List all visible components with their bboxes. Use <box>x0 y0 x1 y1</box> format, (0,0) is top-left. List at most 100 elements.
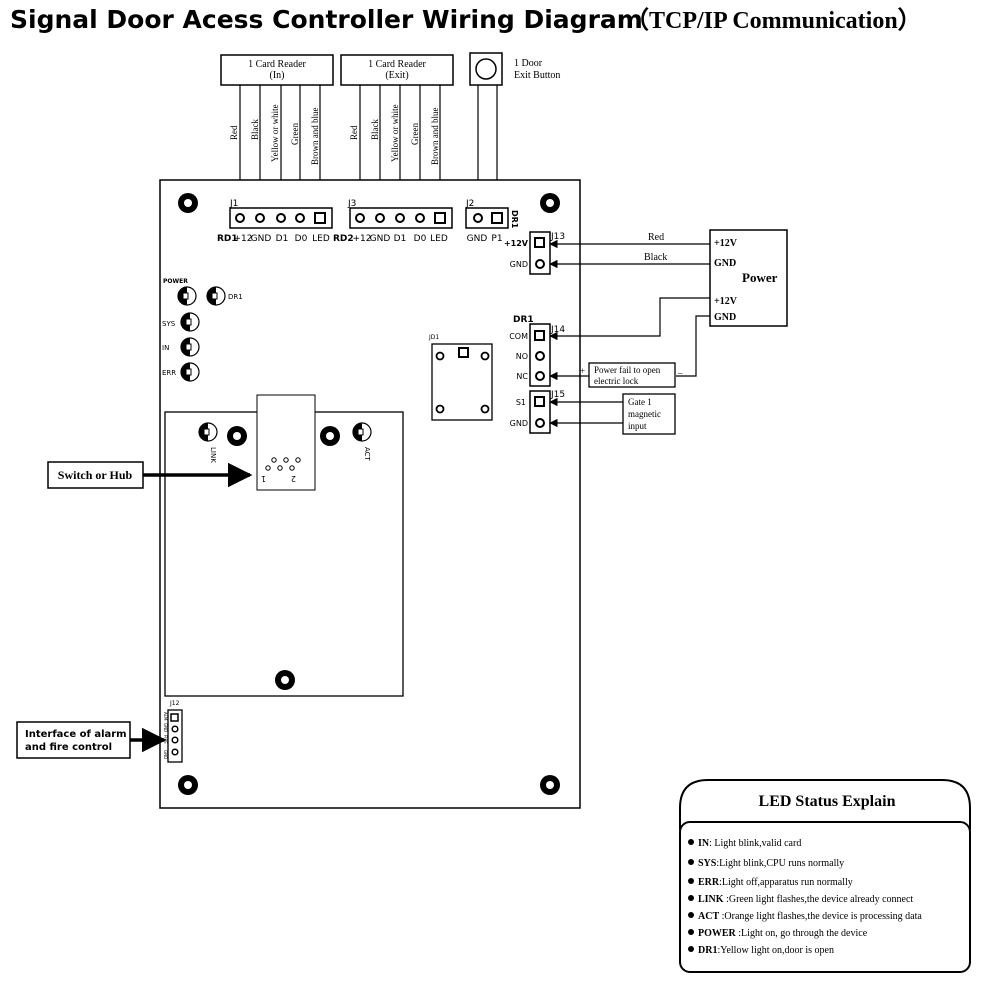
connector-j15: J15 S1 GND <box>510 390 565 434</box>
legend-item-link: LINK :Green light flashes,the device alr… <box>698 894 913 905</box>
j1-pin-gnd: GND <box>251 234 272 244</box>
power-title: Power <box>742 270 778 285</box>
j3-pin-led: LED <box>430 234 448 244</box>
bullet-icon <box>688 878 694 884</box>
wire-red-label: Red <box>648 232 664 243</box>
led-status-legend: LED Status Explain <box>679 779 971 973</box>
electric-lock: Power fail to open electric lock + _ <box>580 362 683 388</box>
led-label-sys: SYS <box>162 320 176 328</box>
wire-label-green: Green <box>290 123 300 145</box>
power-12v: +12V <box>714 238 738 249</box>
j1-name: J1 <box>229 199 238 209</box>
led-label-act: ACT <box>363 447 371 462</box>
led-label-err: ERR <box>162 369 176 377</box>
switch-hub: Switch or Hub <box>47 461 144 489</box>
card-reader-exit-label: 1 Card Reader <box>368 59 426 70</box>
j12-pin-alm: ALM <box>163 712 168 721</box>
j14-pin-com: COM <box>509 332 528 341</box>
led-in-icon <box>180 337 200 357</box>
power-gnd-b: GND <box>714 312 736 323</box>
legend-item-in: IN: Light blink,valid card <box>698 838 801 849</box>
power-supply: +12V GND Power +12V GND <box>709 229 788 327</box>
wire-label-red: Red <box>229 125 239 140</box>
card-reader-exit-wire-labels: Red Black Yellow or white Green Brown an… <box>349 104 440 165</box>
card-reader-exit: 1 Card Reader (Exit) <box>340 54 454 86</box>
switch-hub-label: Switch or Hub <box>58 468 133 482</box>
led-act-icon <box>352 422 372 442</box>
wire-label-black: Black <box>250 119 260 140</box>
led-label-link: LINK <box>209 447 217 463</box>
j3-prefix: RD2 <box>333 234 354 244</box>
j12-name: J12 <box>169 700 180 707</box>
connector-j1: J1 RD1 +12 GND D1 D0 LED <box>217 199 333 244</box>
j14-group: DR1 <box>513 315 534 325</box>
bullet-icon <box>688 859 694 865</box>
mounting-holes <box>178 193 560 795</box>
card-reader-in-label: 1 Card Reader <box>248 59 306 70</box>
wire-label-black-exit: Black <box>370 119 380 140</box>
led-link-icon <box>198 422 218 442</box>
card-reader-exit-sublabel: (Exit) <box>385 70 408 81</box>
led-label-dr1: DR1 <box>228 293 243 301</box>
led-err-icon <box>180 362 200 382</box>
gate-magnetic-input: Gate 1 magnetic input <box>622 393 676 435</box>
led-power-icon <box>177 286 197 306</box>
card-reader-in: 1 Card Reader (In) <box>220 54 334 86</box>
alarm-label: Interface of alarm <box>25 729 127 740</box>
j2-name: J2 <box>465 199 474 209</box>
jd1-name: JD1 <box>428 334 439 341</box>
j15-pin-gnd: GND <box>510 419 528 428</box>
legend-title: LED Status Explain <box>759 793 896 810</box>
legend-item-sys: SYS:Light blink,CPU runs normally <box>698 858 844 869</box>
exit-button: 1 Door Exit Button <box>469 52 560 86</box>
rj45-pin-2: 2 <box>291 474 296 483</box>
j3-pin-12v: +12 <box>353 234 372 244</box>
diagram-title: Signal Door Acess Controller Wiring Diag… <box>10 5 643 34</box>
alarm-sublabel: and fire control <box>25 742 112 753</box>
rj45-pins: 1 2 <box>261 457 301 483</box>
j14-name: J14 <box>550 325 565 335</box>
diagram-subtitle: （TCP/IP Communication） <box>625 7 922 34</box>
card-reader-exit-box <box>340 54 454 86</box>
connector-j14: DR1 J14 COM NO NC <box>509 315 565 387</box>
j15-name: J15 <box>550 390 565 400</box>
j1-pin-d1: D1 <box>276 234 289 244</box>
j12-pin-gnd: GND <box>163 723 168 732</box>
gate-sublabel-2: input <box>628 421 647 431</box>
lock-minus: _ <box>677 365 683 375</box>
wire-label-yellow-exit: Yellow or white <box>390 104 400 162</box>
j13-name: J13 <box>550 232 565 242</box>
bullet-icon <box>688 929 694 935</box>
card-reader-in-sublabel: (In) <box>270 70 285 81</box>
lock-sublabel: electric lock <box>594 376 639 386</box>
power-12v-b: +12V <box>714 296 738 307</box>
lock-plus: + <box>580 366 585 376</box>
bullet-icon <box>688 839 694 845</box>
power-gnd: GND <box>714 258 736 269</box>
bullet-icon <box>688 895 694 901</box>
relay-jd1: JD1 <box>428 334 493 421</box>
j3-name: J3 <box>347 199 356 209</box>
rj45-jack <box>256 394 316 491</box>
j1-pin-12v: +12 <box>234 234 253 244</box>
network-holes <box>227 426 340 690</box>
j3-pin-d1: D1 <box>394 234 407 244</box>
gate-sublabel: magnetic <box>628 409 661 419</box>
led-label-power: POWER <box>163 278 188 285</box>
rj45-pin-1: 1 <box>261 474 266 483</box>
j1-pin-led: LED <box>312 234 330 244</box>
led-label-in: IN <box>162 344 169 352</box>
wire-power-lock <box>676 315 710 377</box>
j15-pin-s1: S1 <box>516 398 526 407</box>
wire-label-yellow: Yellow or white <box>270 104 280 162</box>
exit-button-icon <box>475 58 497 80</box>
j1-pin-d0: D0 <box>295 234 308 244</box>
bullet-icon <box>688 912 694 918</box>
j2-pin-gnd: GND <box>467 234 488 244</box>
connector-j2: J2 DR1 GND P1 <box>465 199 519 244</box>
j3-pin-gnd: GND <box>370 234 391 244</box>
exit-button-label: 1 Door <box>514 58 543 69</box>
wire-label-red-exit: Red <box>349 125 359 140</box>
legend-item-act: ACT :Orange light flashes,the device is … <box>698 911 922 922</box>
